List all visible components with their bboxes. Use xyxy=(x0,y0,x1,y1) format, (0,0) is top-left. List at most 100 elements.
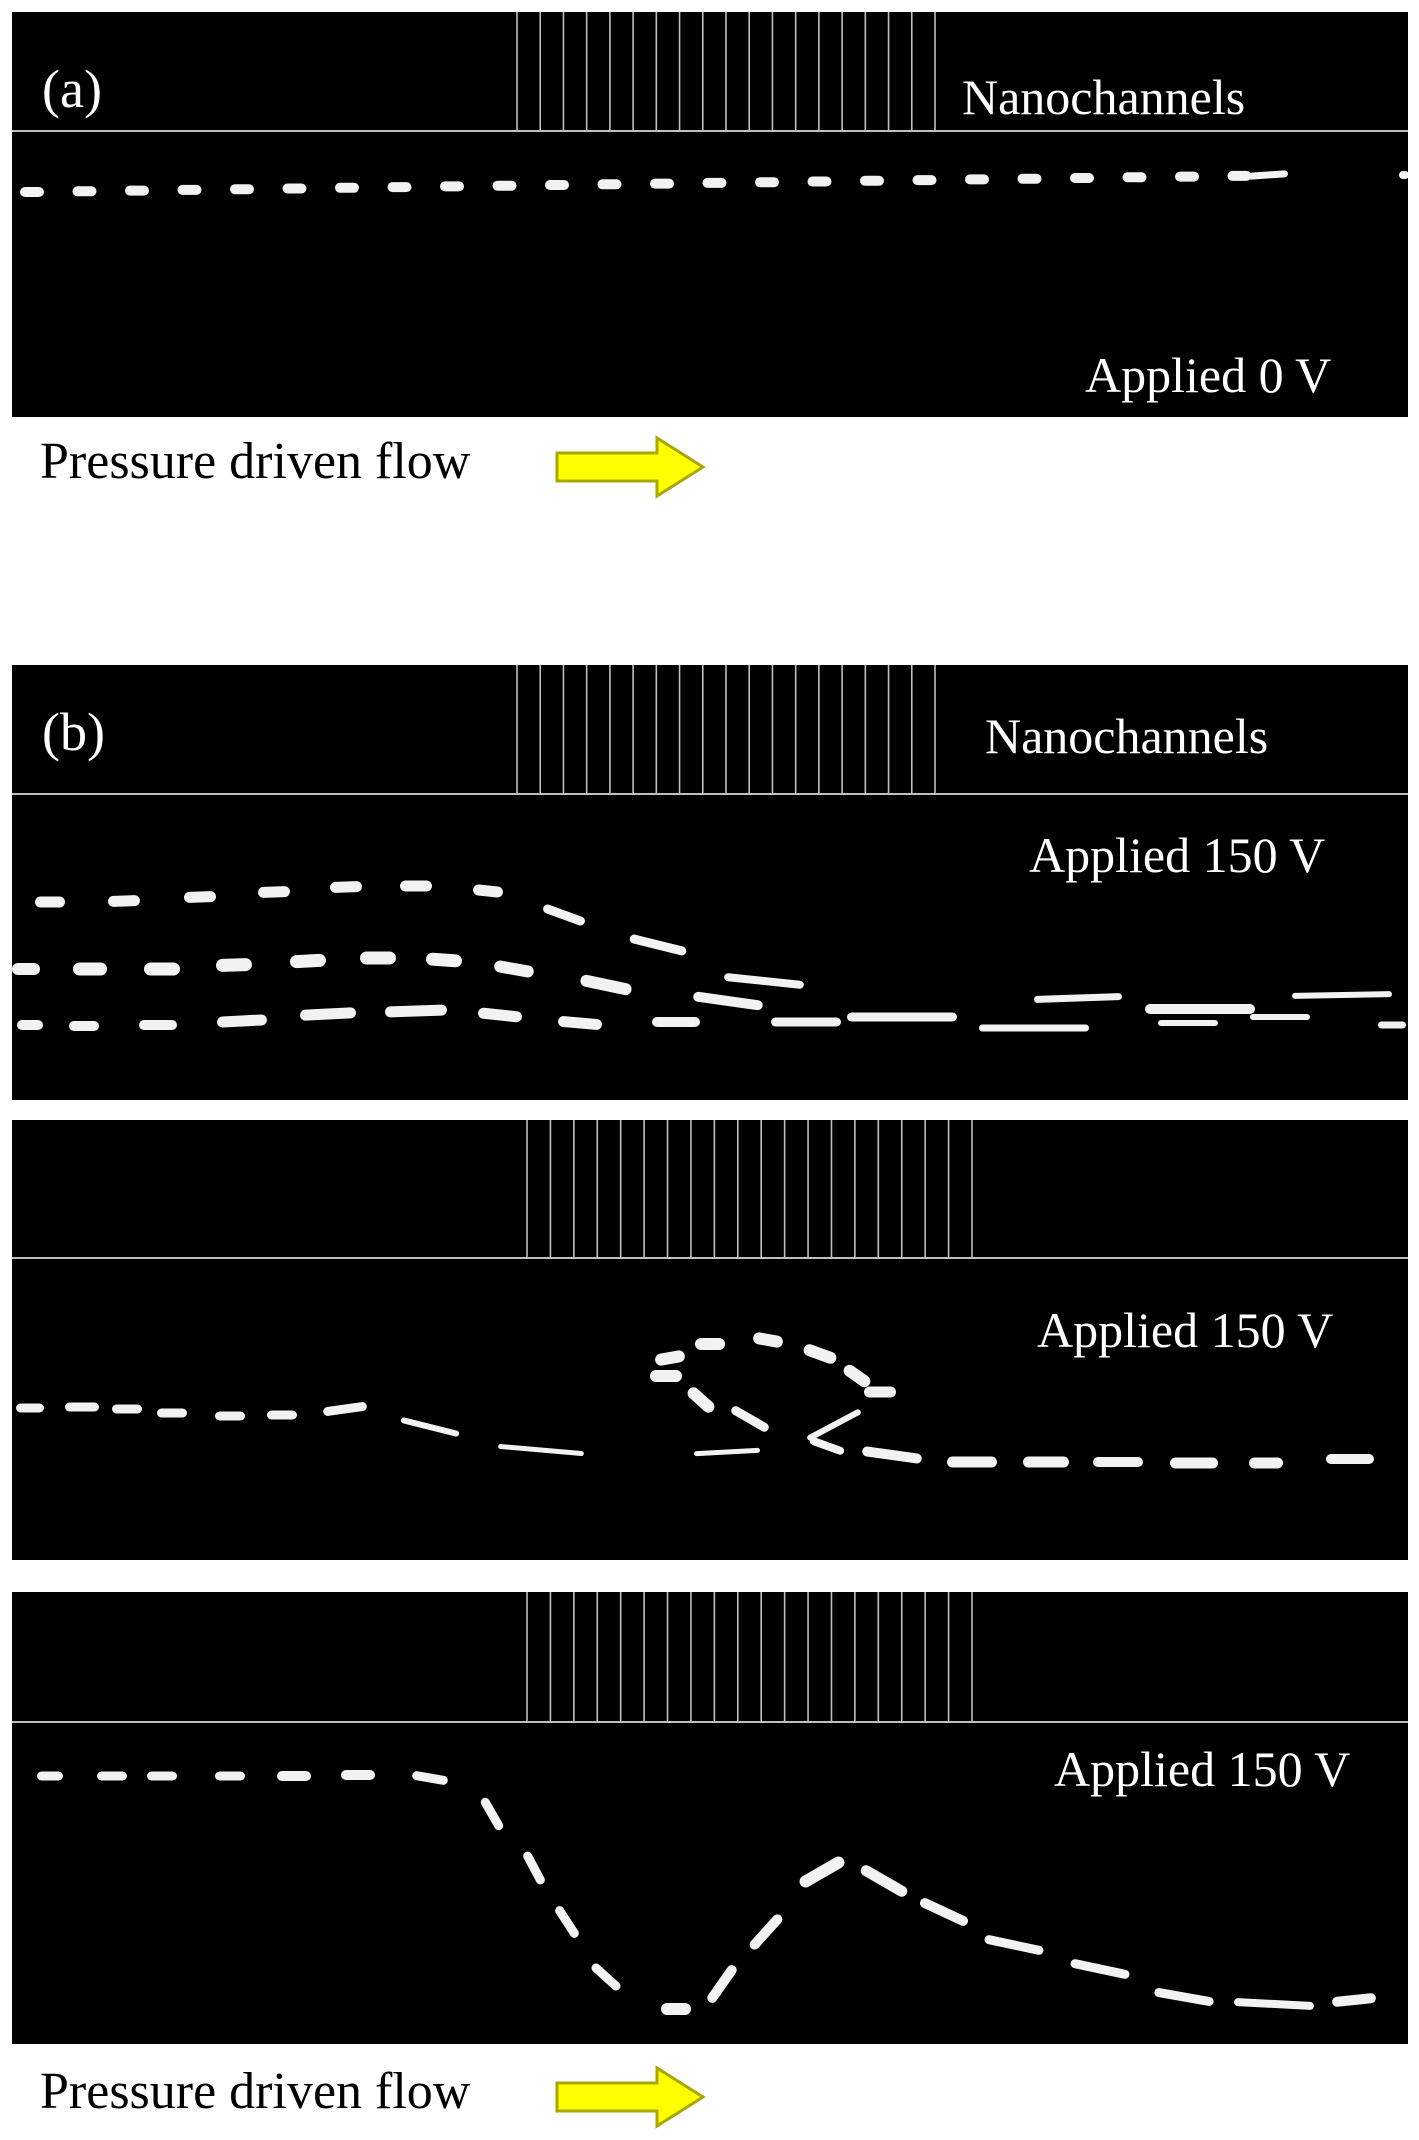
panel-a-tag: (a) xyxy=(42,59,102,119)
panel-b-frame-3-image xyxy=(12,1592,1408,2015)
dna-molecule-segment xyxy=(1227,170,1252,181)
panel-b-frame-3-voltage-label: Applied 150 V xyxy=(1054,1741,1351,1797)
panel-b-tag: (b) xyxy=(42,702,105,762)
dna-molecule-segment xyxy=(478,1007,522,1023)
dna-molecule-segment xyxy=(597,179,622,190)
panel-b-frame-2-image xyxy=(12,1120,1408,1469)
dna-molecule-segment xyxy=(545,180,569,190)
dna-molecule-segment xyxy=(1332,1993,1376,2007)
dna-molecule-segment xyxy=(749,1914,783,1950)
dna-molecule-segment xyxy=(1248,170,1288,180)
dna-molecule-segment xyxy=(492,180,517,191)
dna-molecule-segment xyxy=(1326,1454,1374,1464)
dna-molecule-segment xyxy=(979,1024,1089,1032)
dna-molecule-segment xyxy=(965,174,989,185)
dna-molecule-segment xyxy=(267,1410,297,1420)
panel-a-image xyxy=(12,12,1408,197)
dna-molecule-segment xyxy=(157,1408,187,1418)
dna-molecule-segment xyxy=(847,1012,957,1022)
dna-molecule-segment xyxy=(1145,1004,1255,1014)
dna-molecule-segment xyxy=(37,1771,63,1781)
dna-molecule-segment xyxy=(400,1417,460,1437)
dna-molecule-segment xyxy=(919,1898,969,1926)
dna-molecule-segment xyxy=(661,2003,691,2015)
panel-b-frame-2: Applied 150 V xyxy=(12,1120,1408,1560)
dna-molecule-segment xyxy=(360,951,396,965)
dna-molecule-segment xyxy=(494,960,534,978)
dna-molecule-segment xyxy=(282,183,307,194)
dna-molecule-segment xyxy=(694,1447,760,1457)
dna-molecule-segment xyxy=(35,896,65,908)
dna-molecule-segment xyxy=(523,1851,545,1885)
dna-molecule-segment xyxy=(300,1007,356,1021)
dna-molecule-segment xyxy=(412,1771,448,1785)
panel-a-voltage-label: Applied 0 V xyxy=(1085,347,1332,403)
dna-molecule-segment xyxy=(97,1771,127,1781)
dna-molecule-segment xyxy=(73,962,107,976)
dna-molecule-segment xyxy=(1023,1456,1069,1468)
dna-molecule-segment xyxy=(1070,173,1094,183)
dna-molecule-segment xyxy=(139,1020,177,1030)
dna-molecule-segment xyxy=(184,891,216,903)
dna-molecule-segment xyxy=(177,184,202,195)
dna-molecule-segment xyxy=(862,1446,922,1464)
dna-molecule-segment xyxy=(799,1856,845,1888)
panel-b-nanochannels-label: Nanochannels xyxy=(985,708,1269,764)
dna-molecule-segment xyxy=(1170,1457,1218,1469)
dna-molecule-segment xyxy=(69,1021,99,1031)
dna-molecule-segment xyxy=(335,182,359,193)
dna-molecule-segment xyxy=(809,1437,845,1455)
dna-molecule-segment xyxy=(290,953,326,969)
dna-molecule-segment xyxy=(215,1771,245,1781)
dna-molecule-segment xyxy=(652,1017,700,1027)
dna-molecule-segment xyxy=(1234,1998,1314,2010)
dna-molecule-segment xyxy=(498,1443,584,1457)
dna-molecule-segment xyxy=(1378,1021,1406,1029)
dna-molecule-segment xyxy=(1158,1020,1218,1026)
dna-molecule-segment xyxy=(803,1344,837,1364)
flow-caption-top: Pressure driven flow xyxy=(40,433,471,490)
flow-arrow-icon xyxy=(555,435,706,499)
dna-molecule-segment xyxy=(650,178,674,189)
dna-molecule-segment xyxy=(655,1350,685,1366)
dna-molecule-segment xyxy=(1154,1988,1214,2006)
dna-molecule-segment xyxy=(693,991,763,1011)
dna-molecule-segment xyxy=(1070,1959,1130,1979)
flow-arrow-icon xyxy=(555,2065,706,2129)
panel-b-frame-3: Applied 150 V xyxy=(12,1592,1408,2044)
dna-molecule-segment xyxy=(1175,171,1199,182)
dna-molecule-segment xyxy=(215,1411,245,1421)
dna-molecule-segment xyxy=(400,880,432,892)
dna-molecule-segment xyxy=(230,184,254,195)
dna-molecule-segment xyxy=(687,1387,715,1413)
dna-molecule-segment xyxy=(1250,1014,1310,1020)
dna-molecule-segment xyxy=(385,1004,447,1018)
dna-molecule-segment xyxy=(753,1332,783,1348)
dna-molecule-segment xyxy=(1122,172,1147,183)
dna-molecule-segment xyxy=(707,1965,737,2003)
dna-molecule-segment xyxy=(330,881,362,893)
dna-molecule-segment xyxy=(473,884,503,898)
dna-molecule-segment xyxy=(65,1402,99,1412)
dna-molecule-segment xyxy=(1249,1457,1283,1469)
dna-molecule-segment xyxy=(860,1865,908,1897)
dna-molecule-segment xyxy=(480,1797,504,1831)
dna-molecule-segment xyxy=(580,974,632,996)
dna-molecule-segment xyxy=(125,185,149,196)
dna-molecule-segment xyxy=(72,186,97,197)
panel-b-frame-2-voltage-label: Applied 150 V xyxy=(1037,1302,1334,1358)
dna-molecule-segment xyxy=(1399,171,1408,179)
dna-molecule-segment xyxy=(144,962,180,976)
dna-molecule-segment xyxy=(724,973,804,989)
dna-molecule-segment xyxy=(543,904,585,926)
dna-molecule-segment xyxy=(807,176,832,187)
dna-molecule-segment xyxy=(912,175,937,186)
dna-molecule-segment xyxy=(217,1014,267,1028)
dna-molecule-segment xyxy=(341,1770,375,1780)
dna-molecule-segment xyxy=(1034,993,1122,1003)
dna-molecule-segment xyxy=(1017,173,1042,184)
panel-b-frame-1-voltage-label: Applied 150 V xyxy=(1029,827,1326,883)
dna-molecule-segment xyxy=(387,182,412,193)
panel-b-frame-1: (b) Nanochannels Applied 150 V xyxy=(12,665,1408,1100)
dna-molecule-segment xyxy=(984,1935,1044,1955)
